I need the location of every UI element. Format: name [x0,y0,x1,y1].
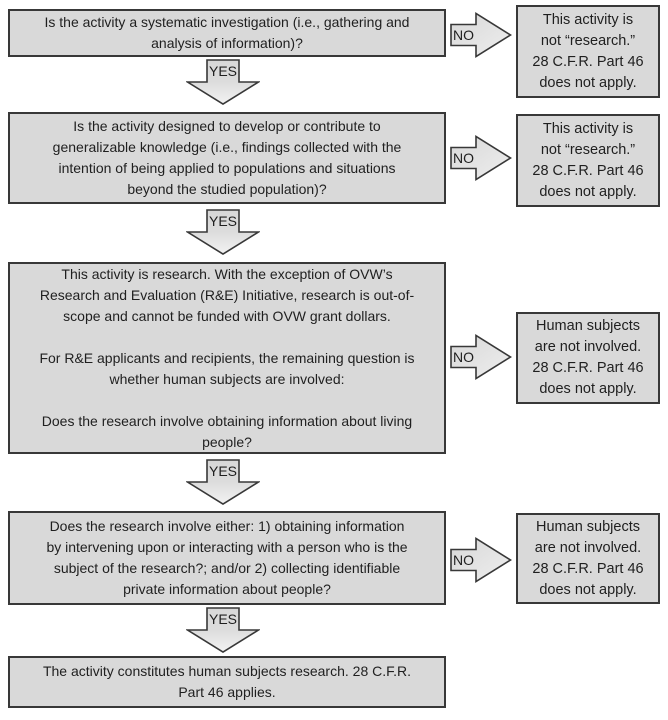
final-box: The activity constitutes human subjects … [8,656,446,708]
no-arrow-2: NO [450,135,512,181]
yes-arrow-1: YES [186,59,260,105]
no-arrow-1: NO [450,12,512,58]
outcome-box-2: This activity is not “research.” 28 C.F.… [516,114,660,207]
no-arrow-1-label: NO [453,27,474,43]
final-box-text: The activity constitutes human subjects … [42,663,412,700]
right-arrow-icon [450,334,512,380]
yes-arrow-4: YES [186,607,260,653]
yes-arrow-3: YES [186,459,260,505]
yes-arrow-1-label: YES [208,63,237,79]
down-arrow-icon [186,607,260,653]
right-arrow-icon [450,12,512,58]
question-box-2-text: Is the activity designed to develop or c… [52,118,402,197]
yes-arrow-4-label: YES [208,611,237,627]
outcome-box-1-text: This activity is not “research.” 28 C.F.… [532,11,644,91]
question-box-3: This activity is research. With the exce… [8,262,446,454]
down-arrow-icon [186,209,260,255]
outcome-box-1: This activity is not “research.” 28 C.F.… [516,5,660,98]
outcome-box-3-text: Human subjects are not involved. 28 C.F.… [532,318,644,397]
no-arrow-3-label: NO [453,349,474,365]
question-box-4-text: Does the research involve either: 1) obt… [46,518,408,597]
outcome-box-4-text: Human subjects are not involved. 28 C.F.… [532,518,644,598]
question-box-3-text: This activity is research. With the exce… [39,265,415,450]
yes-arrow-2-label: YES [208,213,237,229]
outcome-box-3: Human subjects are not involved. 28 C.F.… [516,312,660,404]
no-arrow-4: NO [450,537,512,583]
question-box-4: Does the research involve either: 1) obt… [8,511,446,605]
right-arrow-icon [450,537,512,583]
outcome-box-2-text: This activity is not “research.” 28 C.F.… [532,120,644,200]
question-box-1: Is the activity a systematic investigati… [8,9,446,57]
yes-arrow-3-label: YES [208,463,237,479]
no-arrow-3: NO [450,334,512,380]
down-arrow-icon [186,459,260,505]
no-arrow-2-label: NO [453,150,474,166]
no-arrow-4-label: NO [453,552,474,568]
down-arrow-icon [186,59,260,105]
question-box-1-text: Is the activity a systematic investigati… [44,14,410,51]
question-box-2: Is the activity designed to develop or c… [8,112,446,204]
outcome-box-4: Human subjects are not involved. 28 C.F.… [516,513,660,604]
yes-arrow-2: YES [186,209,260,255]
right-arrow-icon [450,135,512,181]
